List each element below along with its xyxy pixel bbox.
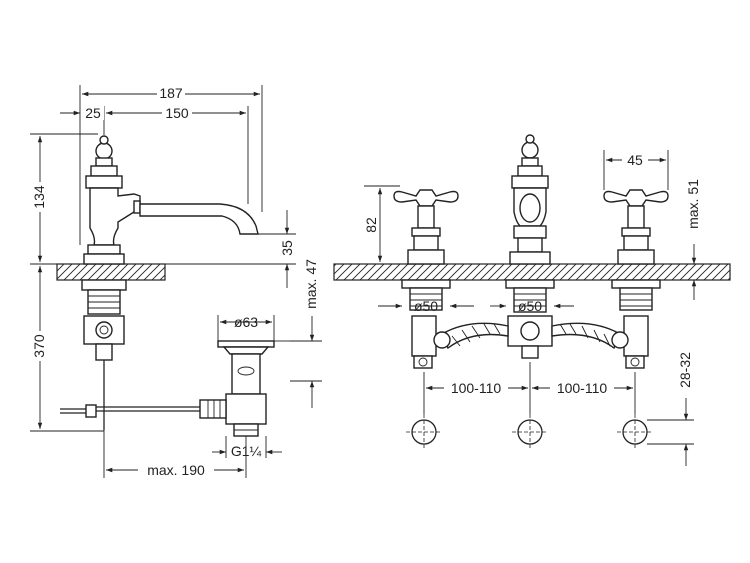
side-dimensions: [30, 85, 322, 478]
dim-spacing-right-label: 100-110: [557, 380, 608, 396]
front-labels: 82 45 max. 51 ø50 ø50 100-110 100-110 28…: [363, 152, 701, 396]
dim-g114-label: G1¼: [231, 443, 262, 459]
dim-spacing-left-label: 100-110: [451, 380, 502, 396]
dim-max47-label: max. 47: [303, 259, 319, 309]
front-view: 82 45 max. 51 ø50 ø50 100-110 100-110 28…: [333, 134, 731, 466]
dim-134-label: 134: [31, 185, 47, 209]
dim-o50-center-label: ø50: [518, 298, 542, 314]
dim-o63-label: ø63: [234, 314, 258, 330]
dim-max51-label: max. 51: [685, 179, 701, 229]
dim-o50-left-label: ø50: [414, 298, 438, 314]
waste-assembly: [199, 340, 275, 437]
dim-45-label: 45: [627, 152, 643, 168]
dim-150-label: 150: [165, 105, 189, 121]
center-spout: [505, 134, 555, 359]
dim-35-label: 35: [279, 240, 295, 256]
side-view: 187 25 150 134 370 35 max. 47 ø63 G1¼ ma…: [30, 84, 322, 478]
dim-187-label: 187: [159, 85, 183, 101]
popup-rod: [60, 404, 200, 418]
right-valve: [603, 189, 669, 369]
side-labels: 187 25 150 134 370 35 max. 47 ø63 G1¼ ma…: [30, 84, 319, 478]
dim-max190-label: max. 190: [147, 462, 205, 478]
hole-symbols: [406, 414, 653, 450]
faucet-side: [81, 135, 259, 430]
dim-25-label: 25: [85, 105, 101, 121]
dim-28-32-label: 28-32: [677, 352, 693, 388]
braided-hoses: [433, 322, 629, 350]
deck-side: [56, 263, 166, 281]
deck-front: [333, 263, 731, 281]
dim-370-label: 370: [31, 334, 47, 358]
dim-82-label: 82: [363, 217, 379, 233]
